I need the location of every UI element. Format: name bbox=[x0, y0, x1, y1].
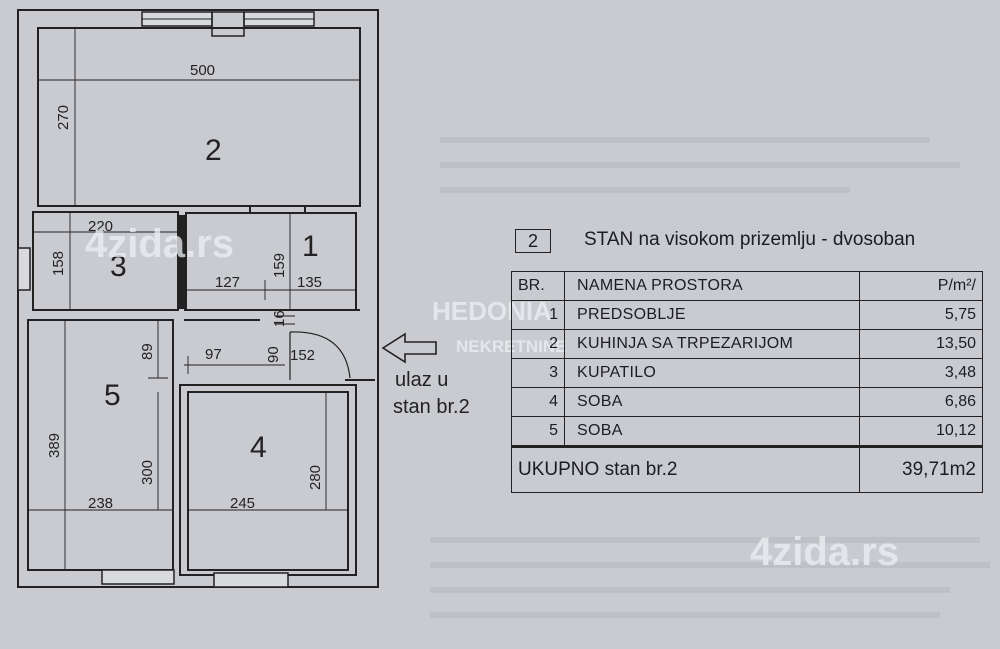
legend-header-row: BR. NAMENA PROSTORA P/m²/ bbox=[511, 271, 983, 301]
dimension-label: 89 bbox=[139, 343, 156, 360]
entry-label-line1: ulaz u bbox=[395, 369, 448, 391]
room-number-1: 1 bbox=[302, 230, 319, 263]
entry-label-line2: stan br.2 bbox=[393, 396, 470, 418]
dimension-label: 500 bbox=[190, 62, 215, 79]
row-name: KUHINJA SA TRPEZARIJOM bbox=[564, 329, 860, 359]
row-area: 6,86 bbox=[859, 387, 983, 417]
table-row: 1 PREDSOBLJE 5,75 bbox=[511, 300, 983, 330]
header-br: BR. bbox=[511, 271, 565, 301]
row-area: 13,50 bbox=[859, 329, 983, 359]
header-name: NAMENA PROSTORA bbox=[564, 271, 860, 301]
flat-number-box: 2 bbox=[515, 229, 551, 253]
row-number: 3 bbox=[511, 358, 565, 388]
row-number: 1 bbox=[511, 300, 565, 330]
room-number-3: 3 bbox=[110, 250, 127, 283]
room-number-2: 2 bbox=[205, 134, 222, 167]
dimension-label: 97 bbox=[205, 346, 222, 363]
row-number: 4 bbox=[511, 387, 565, 417]
dimension-label: 280 bbox=[307, 465, 324, 490]
outer-walls bbox=[17, 9, 379, 588]
dimension-label: 152 bbox=[290, 347, 315, 364]
row-name: PREDSOBLJE bbox=[564, 300, 860, 330]
entry-arrow-icon bbox=[381, 332, 437, 364]
dimension-label: 220 bbox=[88, 218, 113, 235]
dimension-label: 238 bbox=[88, 495, 113, 512]
dimension-label: 135 bbox=[297, 274, 322, 291]
dimension-label: 159 bbox=[271, 253, 288, 278]
dimension-label: 158 bbox=[50, 251, 67, 276]
total-label: UKUPNO stan br.2 bbox=[511, 445, 860, 493]
row-name: SOBA bbox=[564, 416, 860, 447]
table-row: 2 KUHINJA SA TRPEZARIJOM 13,50 bbox=[511, 329, 983, 359]
room-number-5: 5 bbox=[104, 379, 121, 412]
dimension-label: 90 bbox=[265, 346, 282, 363]
row-area: 3,48 bbox=[859, 358, 983, 388]
row-number: 5 bbox=[511, 416, 565, 447]
dimension-label: 389 bbox=[46, 433, 63, 458]
watermark-4zida-right: 4zida.rs bbox=[750, 530, 899, 574]
row-name: KUPATILO bbox=[564, 358, 860, 388]
interior-walls bbox=[17, 206, 375, 588]
background-blur bbox=[430, 137, 990, 618]
dimension-label: 270 bbox=[55, 105, 72, 130]
table-row: 4 SOBA 6,86 bbox=[511, 387, 983, 417]
row-area: 5,75 bbox=[859, 300, 983, 330]
row-name: SOBA bbox=[564, 387, 860, 417]
total-row: UKUPNO stan br.2 39,71m2 bbox=[511, 445, 983, 493]
room-number-4: 4 bbox=[250, 431, 267, 464]
dimension-label: 300 bbox=[139, 460, 156, 485]
row-number: 2 bbox=[511, 329, 565, 359]
room-legend-table: BR. NAMENA PROSTORA P/m²/ 1 PREDSOBLJE 5… bbox=[511, 271, 983, 493]
header-area: P/m²/ bbox=[859, 271, 983, 301]
dimension-lines bbox=[33, 28, 360, 570]
dimension-label: 16 bbox=[271, 310, 288, 327]
dimension-label: 245 bbox=[230, 495, 255, 512]
table-row: 3 KUPATILO 3,48 bbox=[511, 358, 983, 388]
watermark-4zida-left: 4zida.rs bbox=[85, 222, 234, 266]
table-row: 5 SOBA 10,12 bbox=[511, 416, 983, 447]
dimension-label: 127 bbox=[215, 274, 240, 291]
total-value: 39,71m2 bbox=[859, 445, 983, 493]
legend-title: STAN na visokom prizemlju - dvosoban bbox=[584, 229, 916, 250]
row-area: 10,12 bbox=[859, 416, 983, 447]
